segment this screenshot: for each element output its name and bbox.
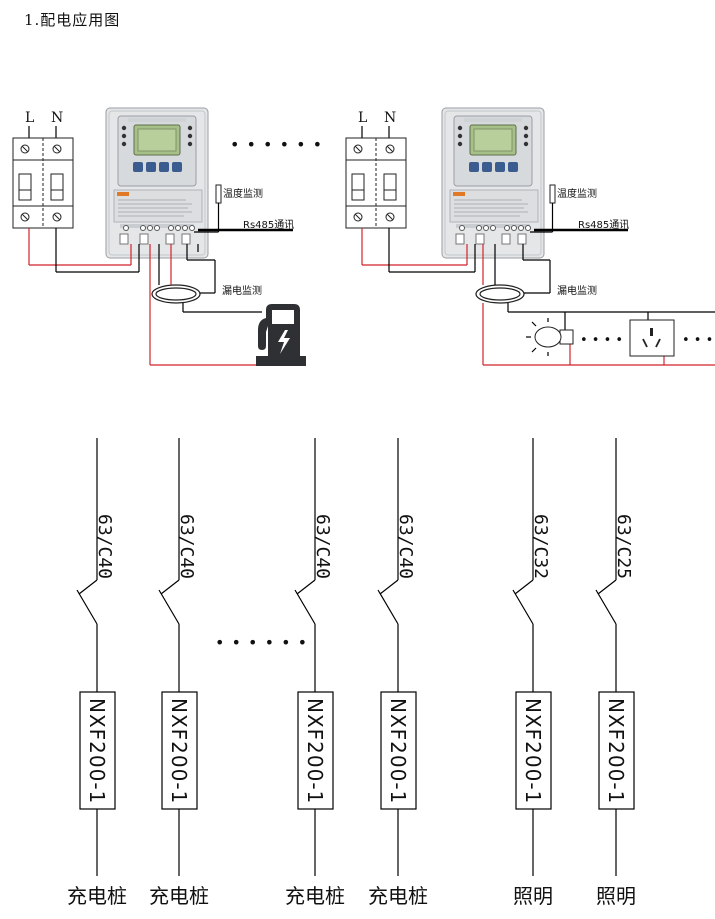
leakage-monitor-label: 漏电监测: [222, 284, 262, 297]
leakage-monitor-label-2: 漏电监测: [557, 284, 597, 297]
load-label: 照明: [513, 884, 553, 908]
phase-label: L: [25, 110, 34, 126]
monitor-model: NXF200-1: [85, 698, 109, 804]
breaker-switch-icon: [512, 589, 534, 625]
breaker-switch-icon: [158, 589, 180, 625]
right-top-diagram: L N 温度监测 Rs485通讯 漏电监测: [345, 107, 715, 366]
neutral-label: N: [51, 110, 63, 126]
rs485-label: Rs485通讯: [243, 219, 294, 231]
ellipsis: • • • • • •: [230, 135, 323, 154]
socket-icon: [629, 312, 675, 365]
breaker-rating: 63/C25: [613, 514, 634, 579]
monitor-model: NXF200-1: [604, 698, 628, 804]
breaker-rating: 63/C40: [94, 514, 115, 579]
breaker-rating: 63/C40: [176, 514, 197, 579]
load-label: 充电桩: [67, 884, 127, 908]
breaker-rating: 63/C40: [395, 514, 416, 579]
monitor-module-box: [161, 691, 198, 810]
load-label: 充电桩: [285, 884, 345, 908]
current-transformer-icon-2: [475, 284, 525, 304]
temperature-monitor-label: 温度监测: [223, 187, 263, 200]
breaker-switch-icon: [595, 589, 617, 625]
phase-label-2: L: [358, 110, 367, 126]
rs485-label-2: Rs485通讯: [578, 219, 629, 231]
fire-monitor-device-icon-2: [441, 107, 545, 259]
breaker-switch-icon: [76, 589, 98, 625]
feeder-group: 63/C40NXF200-1充电桩63/C40NXF200-1充电桩63/C40…: [67, 438, 636, 908]
left-top-diagram: L N • • • • • • 温度监测 Rs485通讯 漏电监测: [12, 107, 323, 366]
breaker-rating: 63/C40: [312, 514, 333, 579]
monitor-model: NXF200-1: [167, 698, 191, 804]
breaker-rating: 63/C32: [530, 514, 551, 579]
monitor-model: NXF200-1: [303, 698, 327, 804]
temperature-monitor-label-2: 温度监测: [557, 187, 597, 200]
lamp-ellipsis: • • • •: [580, 333, 623, 348]
temperature-probe-icon-2: [549, 184, 556, 204]
current-transformer-icon: [151, 284, 201, 304]
circuit-breaker-icon: [12, 137, 74, 229]
monitor-module-box: [297, 691, 334, 810]
load-label: 充电桩: [368, 884, 428, 908]
feeder-ellipsis: • • • • • •: [215, 633, 308, 652]
neutral-label-2: N: [384, 110, 396, 126]
circuit-breaker-icon-2: [345, 137, 407, 229]
monitor-module-box: [79, 691, 116, 810]
charging-pile-icon: [256, 304, 306, 366]
lamp-icon: [526, 312, 574, 365]
socket-ellipsis: • • • •: [682, 333, 715, 348]
monitor-module-box: [380, 691, 417, 810]
breaker-switch-icon: [294, 589, 316, 625]
temperature-probe-icon: [215, 184, 222, 204]
page-title: 1.配电应用图: [24, 11, 120, 29]
monitor-model: NXF200-1: [521, 698, 545, 804]
fire-monitor-device-icon: [105, 107, 209, 259]
breaker-switch-icon: [377, 589, 399, 625]
load-label: 充电桩: [149, 884, 209, 908]
monitor-model: NXF200-1: [386, 698, 410, 804]
load-label: 照明: [596, 884, 636, 908]
